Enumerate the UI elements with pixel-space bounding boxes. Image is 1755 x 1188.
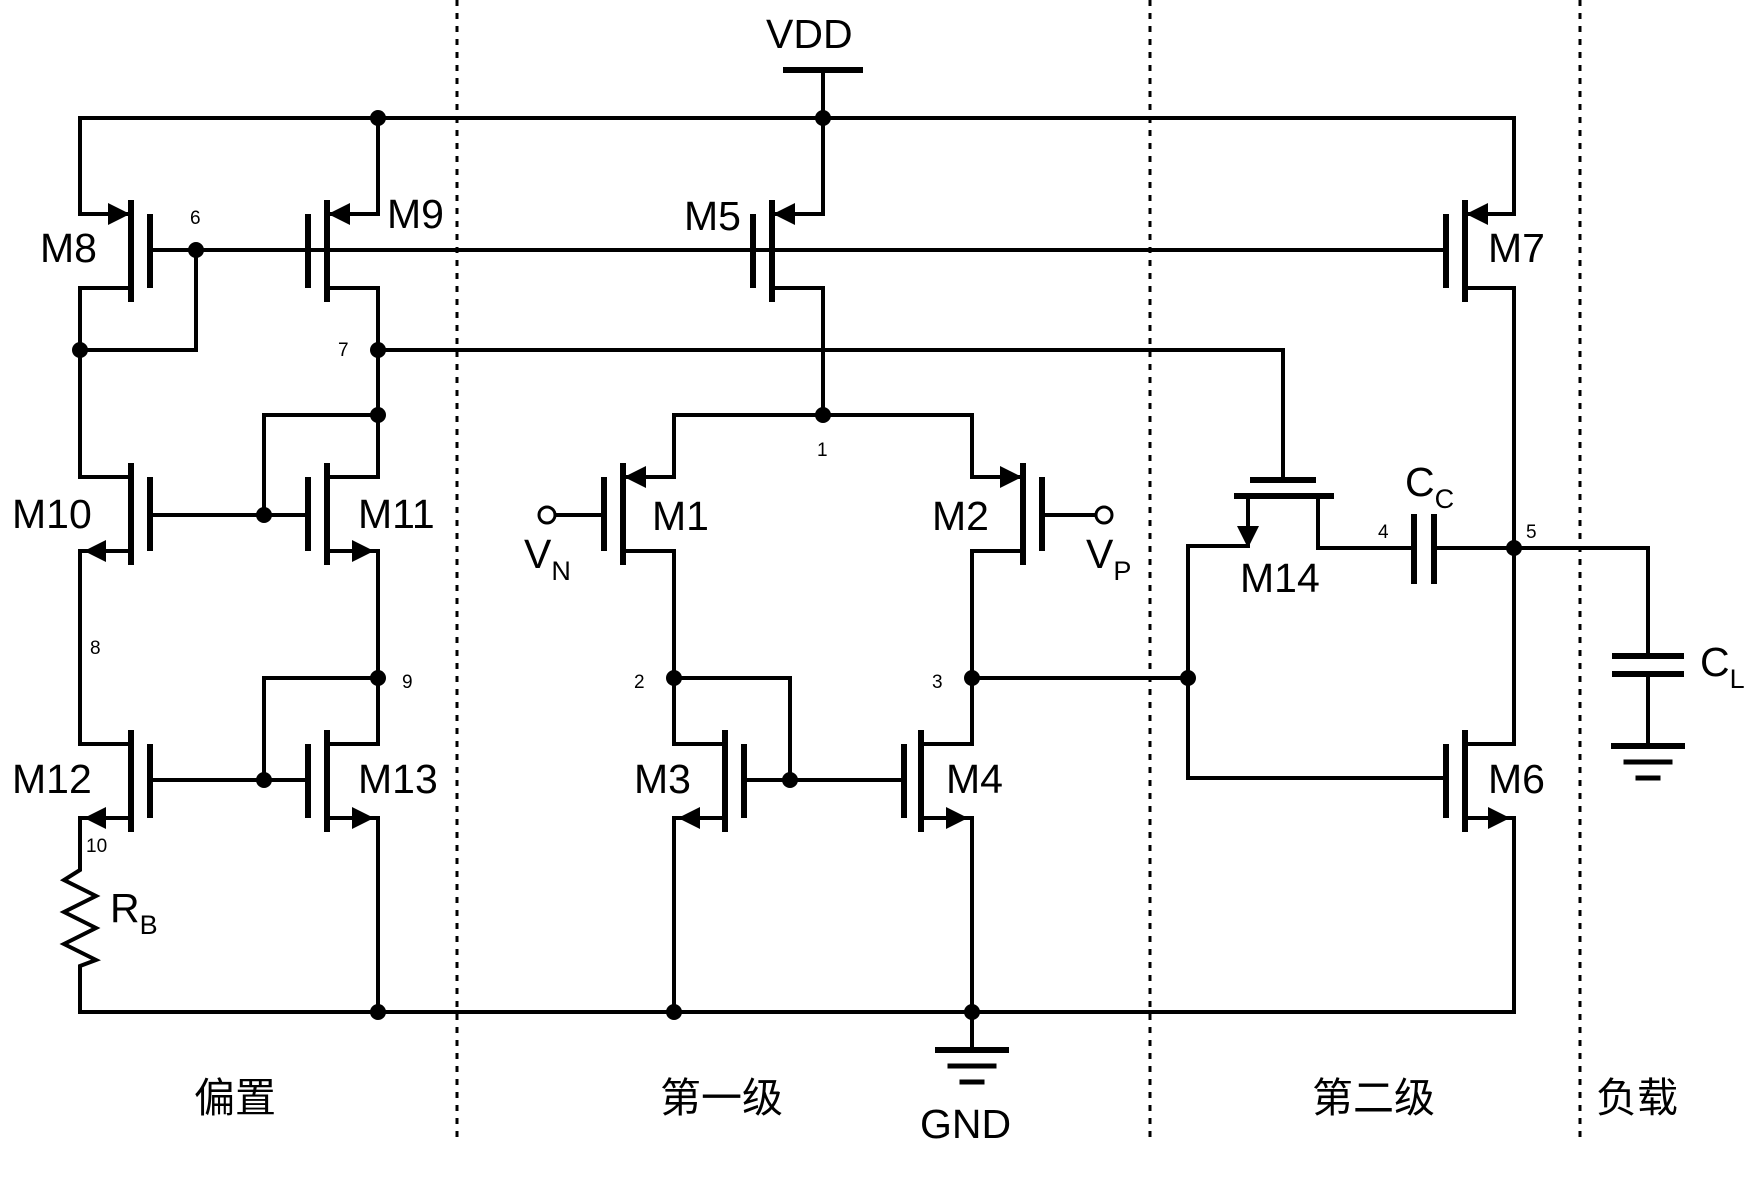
vn-terminal[interactable] <box>537 505 557 525</box>
vp-label: VP <box>1086 531 1131 586</box>
junction-dots <box>72 110 1522 1020</box>
m1-label: M1 <box>652 493 709 539</box>
transistor-m10: M10 <box>12 348 266 746</box>
node3-line <box>970 544 1448 780</box>
m5-label: M5 <box>684 193 741 239</box>
bias-gate-line <box>78 248 1448 352</box>
transistor-m9: M9 <box>305 116 444 352</box>
transistor-m7: M7 <box>1443 116 1545 746</box>
gnd-label: GND <box>920 1101 1011 1147</box>
m10-label: M10 <box>12 491 92 537</box>
node-label-5: 5 <box>1526 522 1537 543</box>
cc-label: CC <box>1405 459 1454 514</box>
transistor-m3: M3 <box>634 676 906 1014</box>
m11-label: M11 <box>358 491 435 537</box>
section-label-bias: 偏置 <box>194 1074 276 1122</box>
m8-label: M8 <box>40 225 97 271</box>
section-labels: 偏置 第一级 第二级 负载 <box>194 1074 1678 1122</box>
node-labels: 1 2 3 4 5 6 7 8 9 10 <box>86 208 1537 857</box>
vn-label: VN <box>524 531 571 586</box>
vp-terminal[interactable] <box>1094 505 1114 525</box>
node7-line <box>376 348 1285 480</box>
transistor-m2: M2 VP <box>932 463 1131 680</box>
transistor-m4: M4 <box>901 676 1003 1014</box>
m3-label: M3 <box>634 756 691 802</box>
section-label-load: 负载 <box>1596 1074 1678 1122</box>
node-label-8: 8 <box>90 638 101 659</box>
m4-label: M4 <box>946 756 1003 802</box>
vdd-rail: VDD <box>78 11 1516 120</box>
transistor-m13: M13 <box>262 676 438 1014</box>
rb-label: RB <box>110 885 158 940</box>
node-label-1: 1 <box>817 440 828 461</box>
node-label-2: 2 <box>634 672 645 693</box>
m9-label: M9 <box>387 191 444 237</box>
transistor-m1: M1 VN <box>524 463 709 680</box>
node-label-6: 6 <box>190 208 201 229</box>
section-label-stage2: 第二级 <box>1312 1074 1435 1122</box>
capacitor-cc: CC <box>1405 459 1516 584</box>
m6-label: M6 <box>1488 756 1545 802</box>
m2-label: M2 <box>932 493 989 539</box>
node-label-4: 4 <box>1378 522 1389 543</box>
resistor-rb: RB <box>59 860 158 1014</box>
section-label-stage1: 第一级 <box>660 1074 783 1122</box>
transistor-m6: M6 <box>1443 730 1545 1014</box>
vdd-label: VDD <box>766 11 853 57</box>
m14-label: M14 <box>1240 555 1320 601</box>
transistor-m12: M12 <box>12 730 266 864</box>
m13-label: M13 <box>358 756 438 802</box>
gnd-rail: GND <box>78 1010 1516 1147</box>
node-label-9: 9 <box>402 672 413 693</box>
capacitor-cl: CL <box>1512 546 1745 781</box>
node-label-3: 3 <box>932 672 943 693</box>
transistor-m14: M14 <box>1186 477 1416 601</box>
transistor-m8: M8 <box>40 116 153 352</box>
transistor-m5: M5 <box>684 116 825 417</box>
transistor-m11: M11 <box>262 413 435 680</box>
node-label-7: 7 <box>338 340 349 361</box>
node-label-10: 10 <box>86 836 107 857</box>
m7-label: M7 <box>1488 225 1545 271</box>
cl-label: CL <box>1700 639 1745 694</box>
m12-label: M12 <box>12 756 92 802</box>
